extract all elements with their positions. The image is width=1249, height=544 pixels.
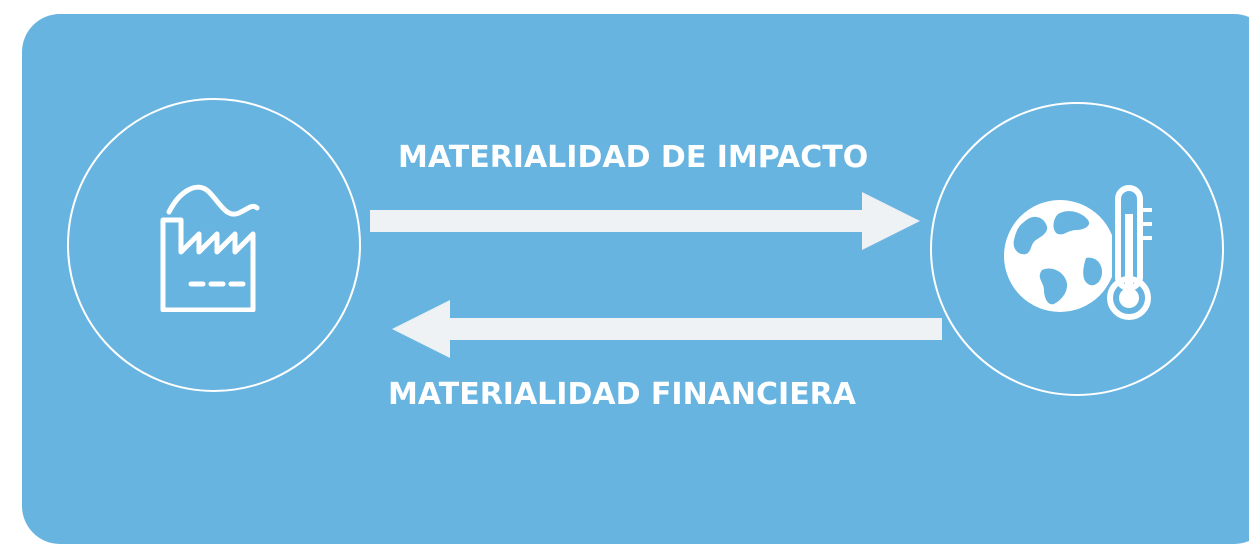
impact-materiality-label: MATERIALIDAD DE IMPACTO [398,140,869,175]
arrow-left [392,300,942,358]
diagram-panel: MATERIALIDAD DE IMPACTO MATERIALIDAD FIN… [22,14,1249,544]
arrow-right [370,192,920,250]
financial-materiality-label: MATERIALIDAD FINANCIERA [388,377,857,412]
right-circle [930,102,1224,396]
globe-thermometer-icon [1004,182,1155,324]
factory-icon [160,184,260,312]
arrows [370,192,942,358]
left-circle [67,98,361,392]
